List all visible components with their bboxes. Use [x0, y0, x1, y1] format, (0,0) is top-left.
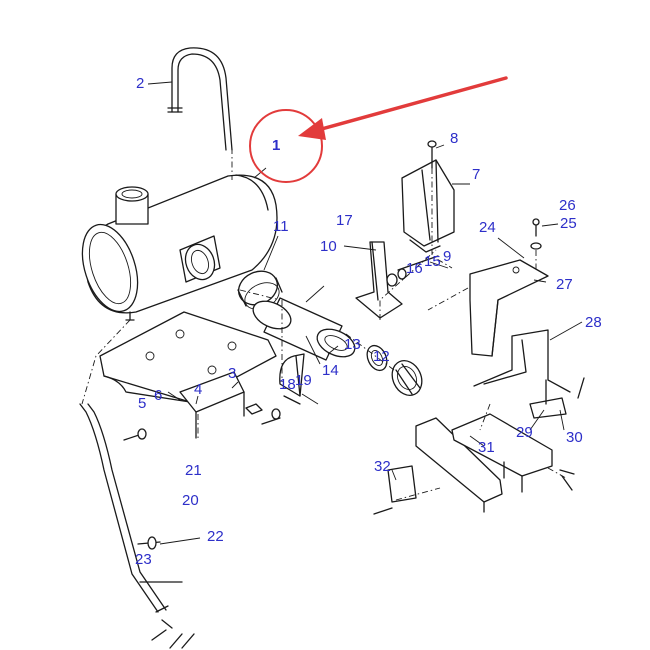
- part-20-drain-tube: [79, 403, 195, 649]
- part-11-clamp: [237, 270, 283, 310]
- callout-10: 10: [320, 238, 337, 255]
- base-fasteners: [123, 403, 263, 441]
- highlight-circle: [249, 109, 323, 183]
- callout-19: 19: [295, 372, 312, 389]
- callout-32: 32: [374, 458, 391, 475]
- part-1-muffler: [81, 174, 278, 321]
- callout-2: 2: [136, 75, 145, 92]
- callout-13: 13: [344, 336, 361, 353]
- part-24-bracket: [469, 259, 549, 357]
- highlight-arrow-shaft: [316, 76, 508, 132]
- callout-28: 28: [585, 314, 602, 331]
- callout-22: 22: [207, 528, 224, 545]
- callout-20: 20: [182, 492, 199, 509]
- part-15-16-fasteners: [386, 255, 439, 287]
- part-28-frame-bracket: [473, 329, 571, 419]
- part-25-26-fasteners: [530, 218, 585, 399]
- part-31-bracket: [415, 413, 553, 513]
- part-14-pipe: [252, 297, 356, 361]
- callout-3: 3: [228, 365, 237, 382]
- callout-21: 21: [185, 462, 202, 479]
- callout-25: 25: [560, 215, 577, 232]
- part-12-outlet-clamp: [391, 359, 423, 397]
- callout-31: 31: [478, 439, 495, 456]
- callout-leaders: [147, 81, 583, 545]
- callout-29: 29: [516, 424, 533, 441]
- part-5-support-plate: [99, 311, 277, 439]
- callout-14: 14: [322, 362, 339, 379]
- callout-24: 24: [479, 219, 496, 236]
- part-10-hanger: [355, 241, 403, 319]
- callout-5: 5: [138, 395, 147, 412]
- callout-15: 15: [424, 253, 441, 270]
- callout-23: 23: [135, 551, 152, 568]
- part-18-19-bracket: [261, 353, 305, 425]
- callout-12: 12: [373, 348, 390, 365]
- callout-4: 4: [194, 381, 203, 398]
- part-2-bent-pipe: [167, 47, 233, 151]
- callout-6: 6: [154, 387, 163, 404]
- part-32-plate: [373, 465, 575, 515]
- callout-27: 27: [556, 276, 573, 293]
- callout-18: 18: [279, 376, 296, 393]
- callout-9: 9: [443, 248, 452, 265]
- highlight-arrow-head: [298, 118, 326, 140]
- callout-11: 11: [273, 218, 289, 235]
- callout-7: 7: [472, 166, 481, 183]
- callout-16: 16: [406, 260, 423, 277]
- part-12-13-gaskets: [366, 344, 388, 372]
- part-8-bolt: [427, 140, 437, 169]
- callout-8: 8: [450, 130, 459, 147]
- callout-30: 30: [566, 429, 583, 446]
- highlight-annotation: [249, 76, 508, 183]
- callout-1: 1: [272, 137, 281, 154]
- callout-26: 26: [559, 197, 576, 214]
- part-7-bracket: [401, 159, 455, 253]
- assembly-center-lines: [81, 148, 567, 501]
- callout-17: 17: [336, 212, 353, 229]
